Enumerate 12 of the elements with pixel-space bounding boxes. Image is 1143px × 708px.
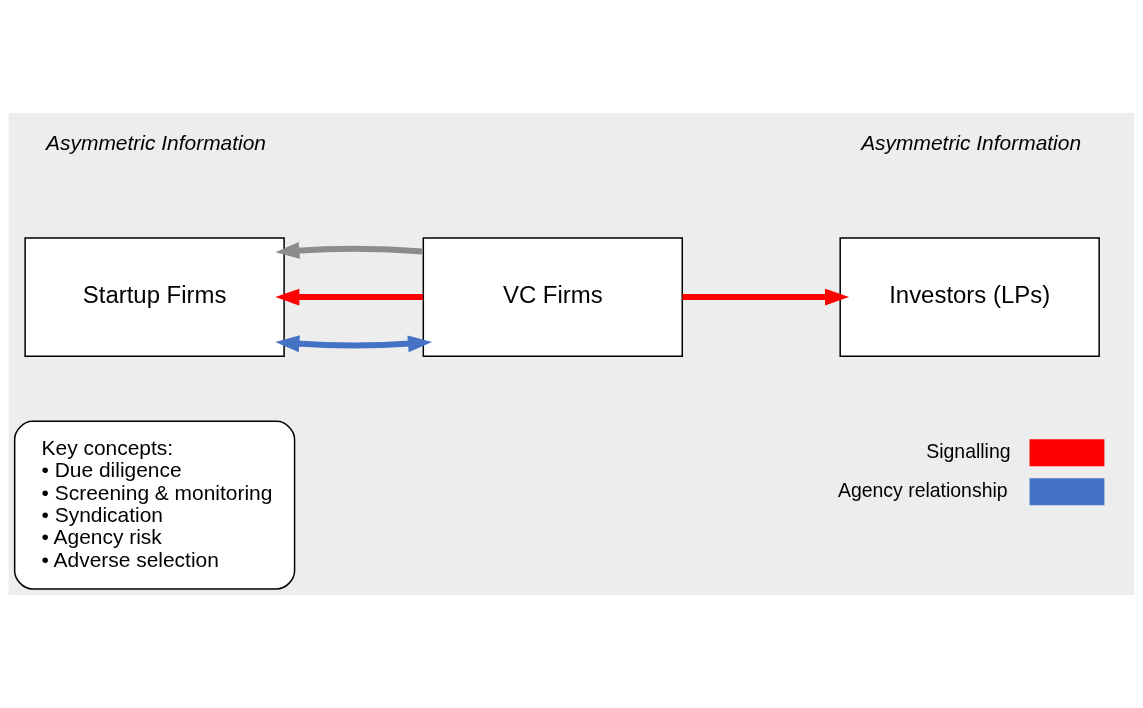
legend-label: Signalling xyxy=(926,439,1011,462)
node-box: Key concepts: • Due diligence • Screening & monitoring • Syndication • Agency risk • Adverse selection xyxy=(13,420,296,590)
node-box: Investors (LPs) xyxy=(839,237,1100,357)
node-box: Startup Firms xyxy=(24,237,285,357)
arrow xyxy=(275,242,424,259)
legend-label: Agency relationship xyxy=(837,478,1008,501)
label: Asymmetric Information xyxy=(46,130,266,154)
node-box: VC Firms xyxy=(422,237,683,357)
arrow xyxy=(275,335,432,353)
arrow xyxy=(682,288,849,306)
arrow xyxy=(275,288,423,306)
label: Asymmetric Information xyxy=(861,130,1082,154)
